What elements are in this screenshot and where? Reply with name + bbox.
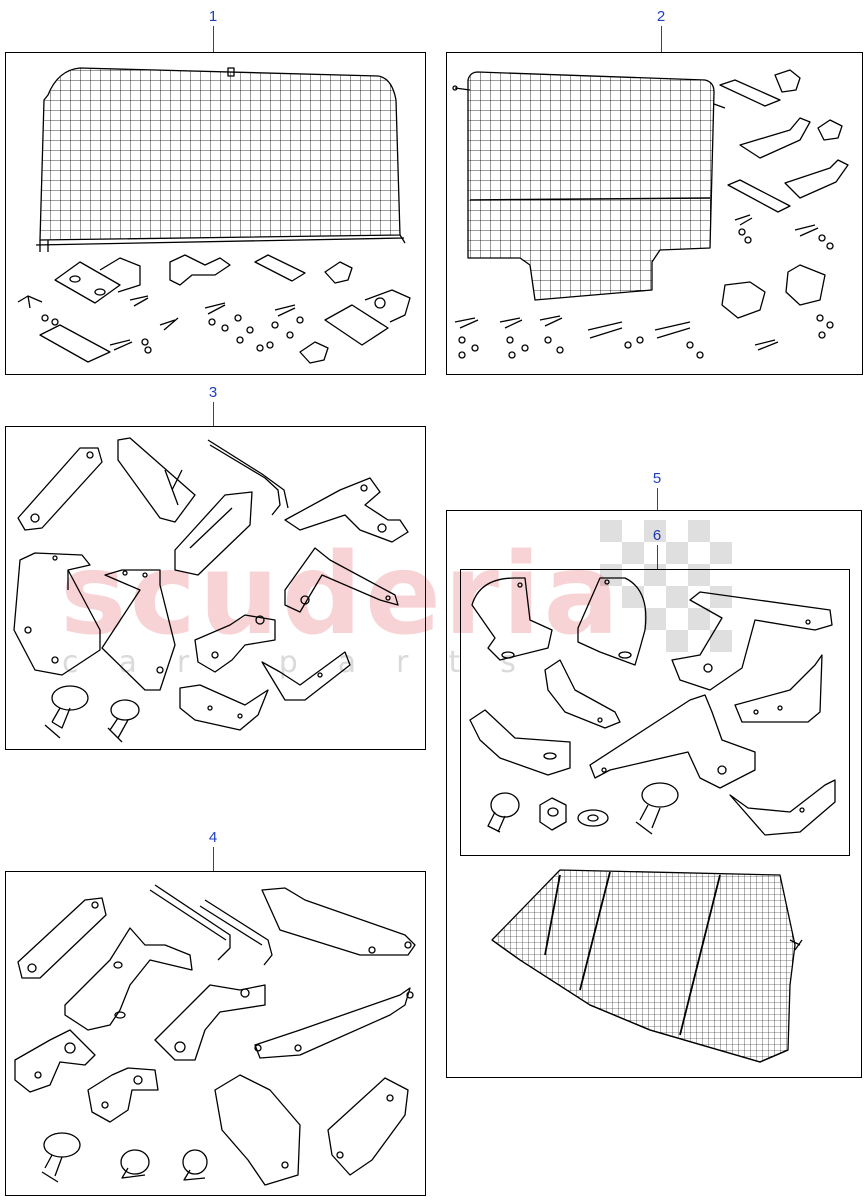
callout-3[interactable]: 3 [208,384,218,401]
watermark-brand: scuderia [60,530,623,660]
callout-2[interactable]: 2 [656,8,666,25]
panel-1[interactable] [5,52,426,375]
floor-mesh [491,869,796,1063]
leader-4 [213,847,214,871]
leader-5 [657,488,658,510]
panel-3[interactable] [5,426,426,750]
callout-5[interactable]: 5 [652,470,662,487]
guard-mesh-2 [467,71,715,301]
panel-3-parts [13,437,409,743]
panel-6[interactable] [460,569,850,856]
panel-6-parts [469,577,836,836]
watermark-flag-icon [600,520,732,652]
leader-3 [213,402,214,426]
panel-2-parts [452,69,849,359]
panel-1-parts [17,67,411,364]
callout-6[interactable]: 6 [647,527,667,544]
guard-mesh-1 [39,67,401,241]
panel-4[interactable] [5,871,426,1196]
leader-6 [657,545,658,569]
panel-2[interactable] [446,52,863,375]
callout-4[interactable]: 4 [208,829,218,846]
panel-5[interactable] [446,510,862,1078]
leader-2 [661,26,662,52]
panel-4-parts [14,884,416,1186]
callout-1[interactable]: 1 [208,8,218,25]
panel-5-parts [491,869,803,1063]
watermark-sub: car parts [62,645,556,680]
leader-1 [213,26,214,52]
